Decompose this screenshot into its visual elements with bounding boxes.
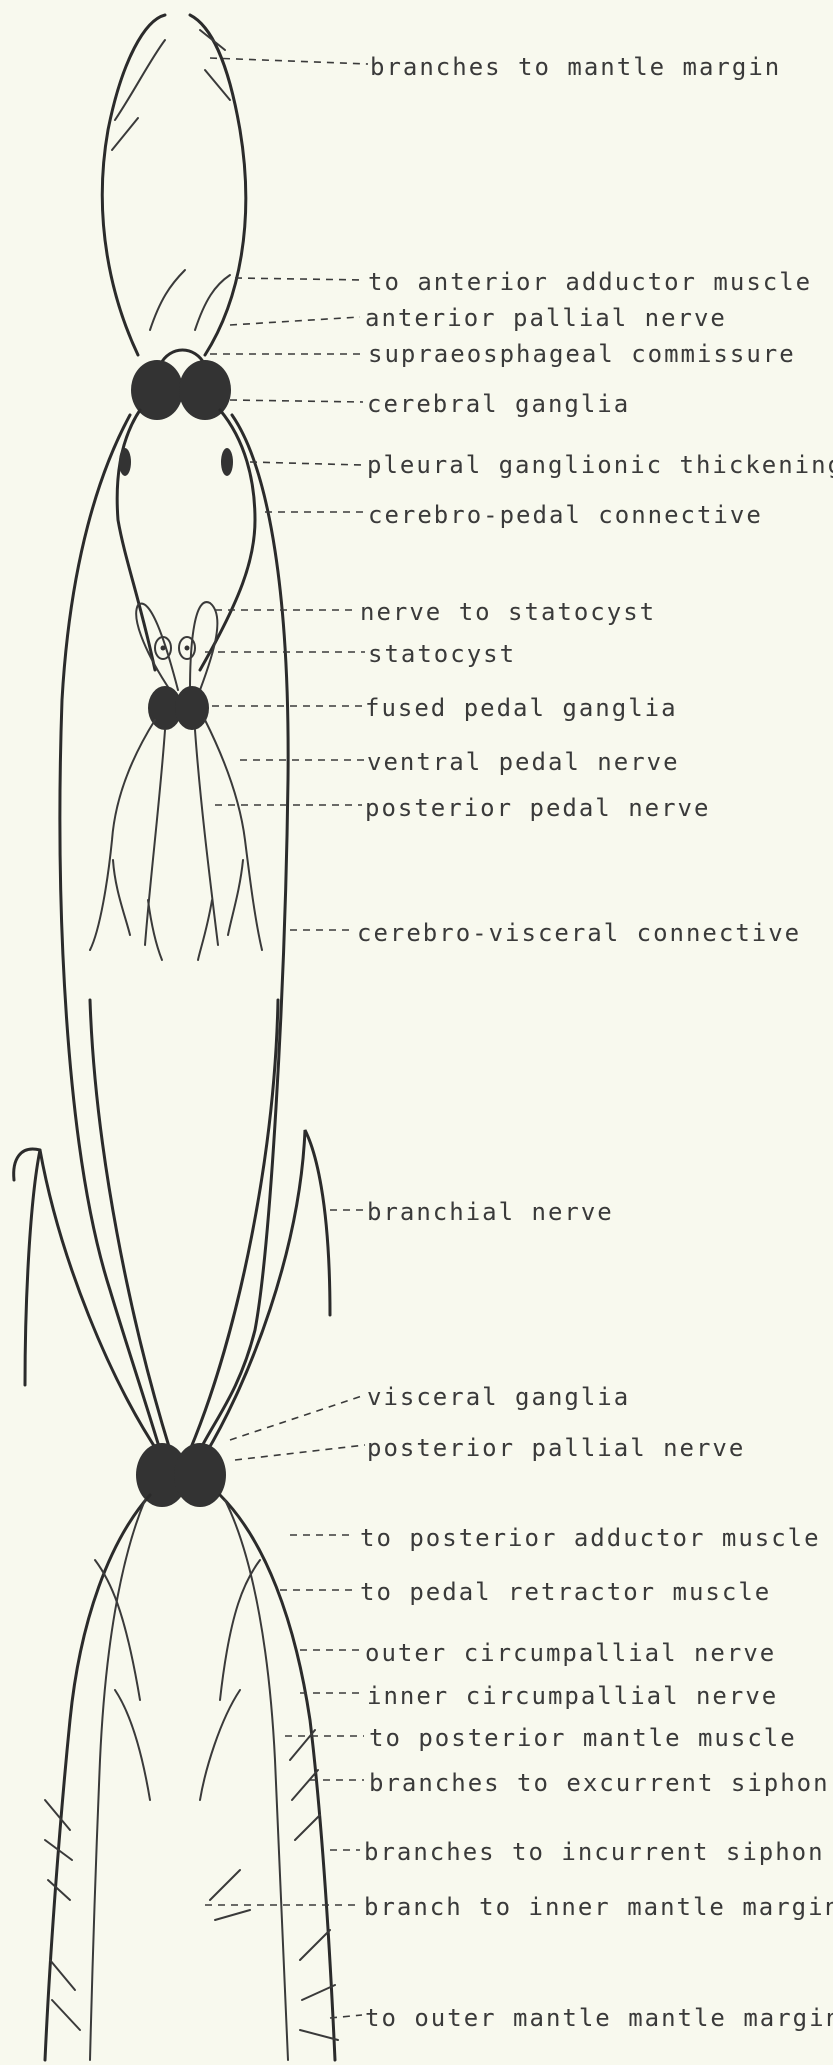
label-posterior-pedal: posterior pedal nerve [365,796,710,820]
label-pleural: pleural ganglionic thickening [367,453,833,477]
label-pedal-retractor: to pedal retractor muscle [360,1580,771,1604]
label-statocyst: statocyst [368,642,516,666]
posterior-pallial-nerves [45,1495,335,2060]
label-ant-pallial: anterior pallial nerve [365,306,727,330]
label-supraesophageal: supraeosphageal commissure [368,342,796,366]
cerebro-pedal-connectives [117,410,255,670]
label-excurrent: branches to excurrent siphon [369,1771,830,1795]
label-inner-margin: branch to inner mantle margin [364,1895,833,1919]
label-cerebral: cerebral ganglia [367,392,630,416]
label-ant-adductor: to anterior adductor muscle [368,270,812,294]
label-post-mantle: to posterior mantle muscle [369,1726,797,1750]
label-inner-circum: inner circumpallial nerve [367,1684,778,1708]
label-mantle-branches: branches to mantle margin [370,55,781,79]
label-statocyst-nerve: nerve to statocyst [360,600,656,624]
label-visceral: visceral ganglia [367,1385,630,1409]
pedal-nerves [90,720,262,960]
cerebro-visceral-connectives [60,415,288,1450]
pedal-ganglia-shape [148,686,209,730]
label-outer-margin: to outer mantle mantle margin [365,2006,833,2030]
siphon-branches [45,1730,338,2040]
label-pedal-ganglia: fused pedal ganglia [365,696,678,720]
leader-lines [205,58,368,2018]
label-branchial: branchial nerve [367,1200,614,1224]
anterior-pallial-loop [102,15,246,355]
label-incurrent: branches to incurrent siphon [364,1840,825,1864]
label-cerebro-visceral: cerebro-visceral connective [357,921,801,945]
label-outer-circum: outer circumpallial nerve [365,1641,776,1665]
label-cerebro-pedal: cerebro-pedal connective [368,503,763,527]
branchial-nerves [14,1130,330,1455]
cerebral-ganglia-shape [131,350,231,420]
label-post-pallial: posterior pallial nerve [367,1436,745,1460]
label-ventral-pedal: ventral pedal nerve [367,750,680,774]
label-post-adductor: to posterior adductor muscle [360,1526,821,1550]
